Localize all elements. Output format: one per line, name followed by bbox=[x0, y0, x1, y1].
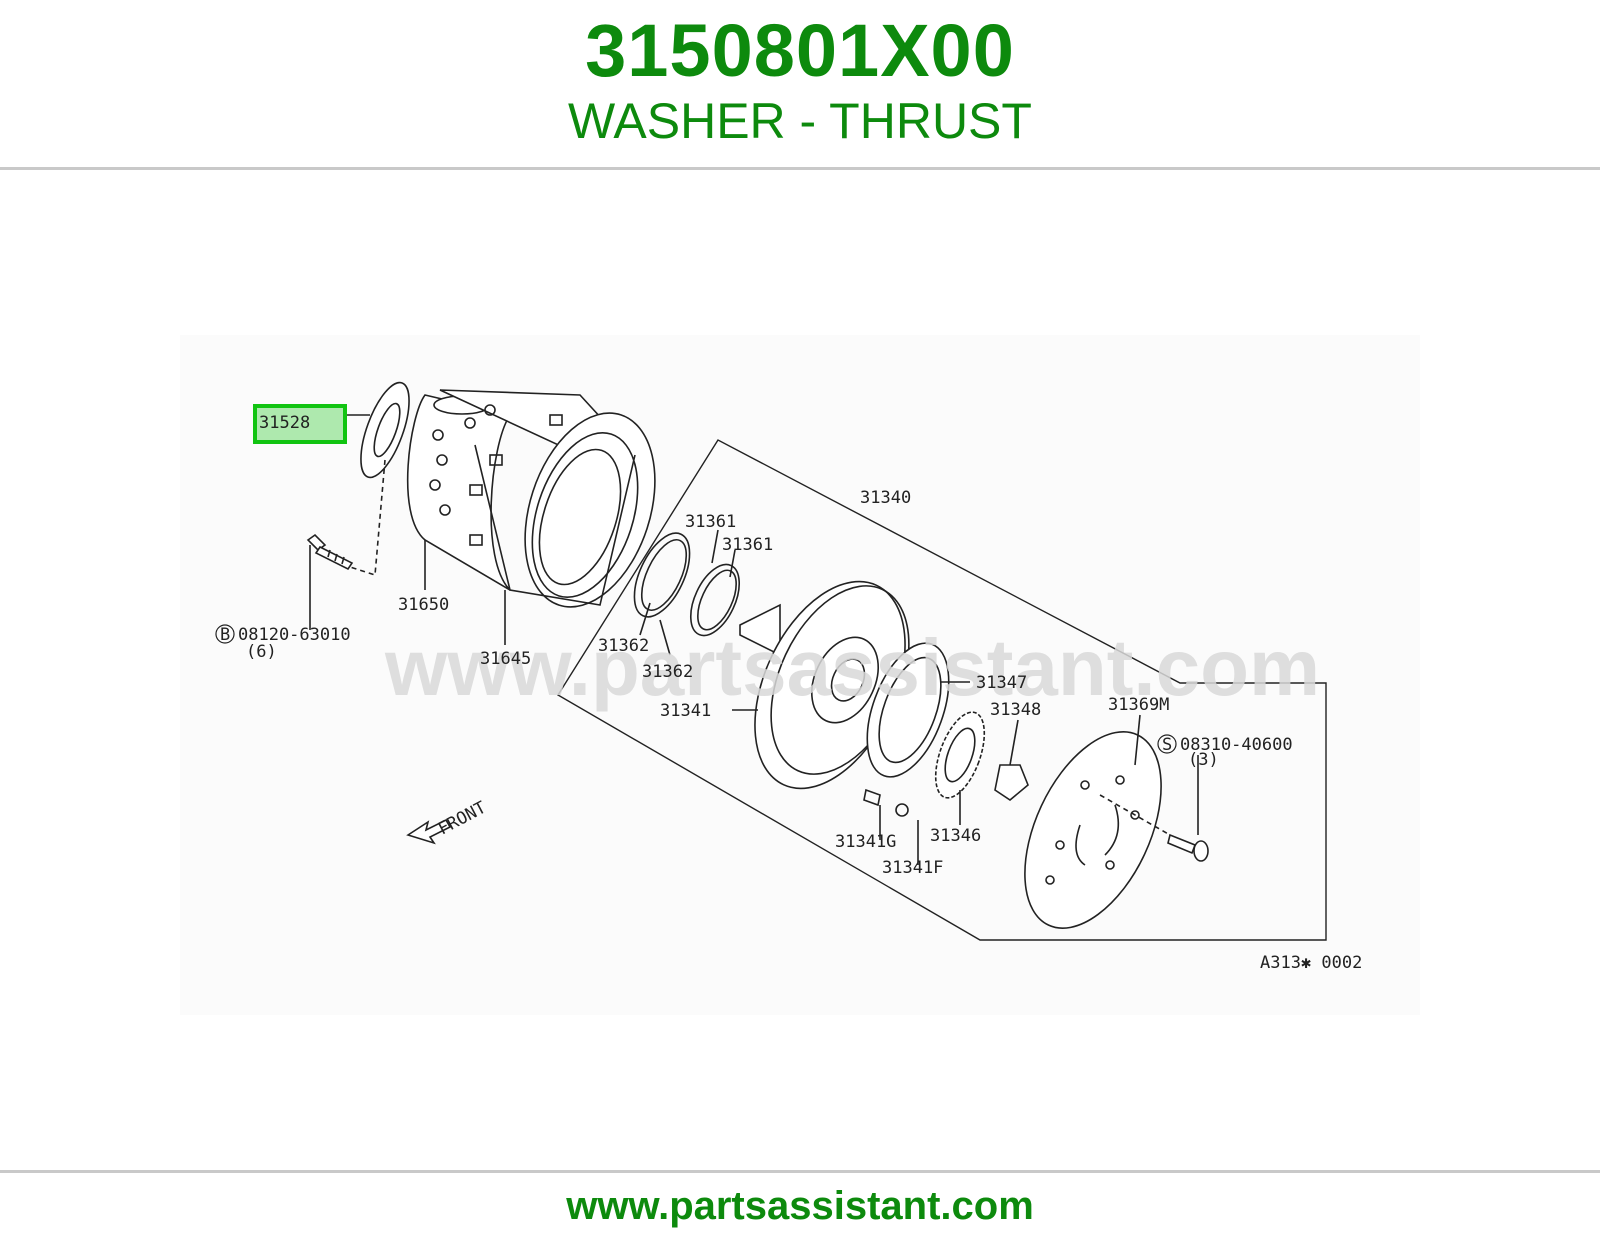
label-31645: 31645 bbox=[480, 649, 531, 669]
cover-plate-drawing bbox=[1024, 731, 1162, 929]
bolt-drawing bbox=[306, 533, 354, 571]
watermark: www.partsassistant.com bbox=[384, 623, 1320, 712]
exploded-view-drawing: www.partsassistant.com 31650 31645 B 081… bbox=[215, 381, 1362, 973]
label-31347: 31347 bbox=[976, 673, 1027, 693]
parts-diagram: www.partsassistant.com 31650 31645 B 081… bbox=[180, 335, 1420, 1015]
seal-and-ring-drawing bbox=[863, 764, 1029, 817]
label-31650: 31650 bbox=[398, 595, 449, 615]
label-31361-b: 31361 bbox=[722, 535, 773, 555]
label-screw-qty: (3) bbox=[1188, 750, 1219, 770]
reference-code: A313✱ 0002 bbox=[1260, 953, 1362, 973]
label-front: FRONT bbox=[435, 798, 490, 840]
label-screw: 08310-40600 bbox=[1180, 735, 1293, 755]
highlighted-part-label[interactable]: 31528 bbox=[259, 413, 311, 433]
label-31340: 31340 bbox=[860, 488, 911, 508]
part-number: 3150801X00 bbox=[585, 9, 1015, 92]
header-divider bbox=[0, 167, 1600, 170]
label-bolt: 08120-63010 bbox=[238, 625, 351, 645]
front-arrow-icon bbox=[406, 818, 452, 845]
label-31346: 31346 bbox=[930, 826, 981, 846]
label-bolt-symbol: B bbox=[220, 625, 230, 645]
part-name: WASHER - THRUST bbox=[568, 93, 1032, 149]
page-header: 3150801X00 WASHER - THRUST bbox=[0, 0, 1600, 170]
label-31341f: 31341F bbox=[882, 858, 943, 878]
label-bolt-qty: (6) bbox=[246, 642, 277, 662]
label-31341g: 31341G bbox=[835, 832, 896, 852]
footer-url[interactable]: www.partsassistant.com bbox=[566, 1184, 1034, 1228]
label-31341: 31341 bbox=[660, 701, 711, 721]
clutch-drum-drawing bbox=[406, 389, 656, 608]
highlighted-part-box[interactable] bbox=[253, 404, 347, 444]
label-31369m: 31369M bbox=[1108, 695, 1169, 715]
pump-gears-drawing bbox=[866, 642, 986, 799]
footer-divider bbox=[0, 1170, 1600, 1173]
label-31361-a: 31361 bbox=[685, 512, 736, 532]
label-31362-a: 31362 bbox=[598, 636, 649, 656]
screw-drawing bbox=[1167, 833, 1209, 862]
label-31348: 31348 bbox=[990, 700, 1041, 720]
label-screw-symbol: S bbox=[1162, 735, 1172, 755]
thrust-washer-drawing bbox=[360, 381, 410, 479]
label-31362-b: 31362 bbox=[642, 662, 693, 682]
